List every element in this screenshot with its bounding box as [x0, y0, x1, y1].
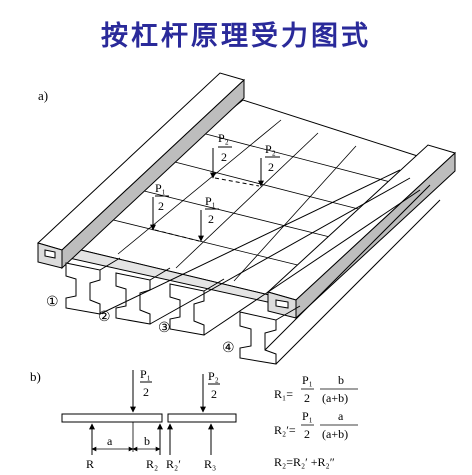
- formula1-load-num: P₁: [302, 373, 313, 387]
- dim-a-label: a: [107, 434, 113, 448]
- left-curb: [37, 72, 245, 270]
- slab-load2-den: 2: [211, 387, 217, 401]
- load-p1-left-den: 2: [158, 199, 164, 213]
- reaction-r3-label: R₃: [204, 457, 216, 471]
- load-p1-right-den: 2: [208, 212, 214, 226]
- load-p1-right-num: P₁: [205, 194, 216, 208]
- slab-load1-den: 2: [143, 385, 149, 399]
- formulas: R₁= P₁ 2 b (a+b) R₂′= P₁ 2 a (a+b) R₂=R₂…: [274, 373, 358, 469]
- formula2-load-den: 2: [304, 427, 310, 441]
- load-p2-left-den: 2: [221, 150, 227, 164]
- reaction-labels: R R₂ R₂′ R₃: [86, 457, 216, 471]
- beam-label-2: ②: [98, 310, 111, 325]
- deck-grid: [96, 119, 403, 282]
- formula2-num: a: [338, 409, 344, 423]
- slab-segments: [61, 413, 237, 423]
- girders: [65, 169, 441, 365]
- formula1-load-den: 2: [304, 391, 310, 405]
- slab-loads: [130, 370, 220, 413]
- load-p2-left-num: P₂: [218, 131, 229, 145]
- part-a-label: a): [38, 88, 48, 103]
- formula2-lhs: R₂′=: [274, 423, 296, 437]
- dim-b-label: b: [144, 434, 150, 448]
- formula2-den: (a+b): [322, 427, 348, 441]
- slab-load1-num: P₁: [140, 367, 151, 381]
- dimension-line: [91, 422, 161, 452]
- slab-load2-num: P₂: [208, 369, 219, 383]
- beam-label-3: ③: [158, 321, 171, 336]
- reaction-r1-label: R: [86, 457, 94, 471]
- reaction-r2-label: R₂: [146, 457, 158, 471]
- beam-label-1: ①: [46, 295, 59, 310]
- formula2-load-num: P₁: [302, 409, 313, 423]
- slab-load-labels: P₁ 2 P₂ 2: [140, 367, 219, 401]
- part-b-label: b): [30, 369, 41, 384]
- formula3: R₂=R₂′ +R₂″: [274, 455, 335, 469]
- reaction-r2-prime-label: R₂′: [166, 457, 181, 471]
- formula1-lhs: R₁=: [274, 387, 293, 401]
- deck-load-labels: P₂ 2 P₂ 2 P₁ 2 P₁ 2: [155, 131, 276, 226]
- beam-labels: ① ② ③ ④: [46, 295, 235, 356]
- load-p1-left-num: P₁: [155, 181, 166, 195]
- load-p2-right-den: 2: [268, 160, 274, 174]
- beam-label-4: ④: [222, 341, 235, 356]
- formula1-den: (a+b): [322, 391, 348, 405]
- load-p2-right-num: P₂: [265, 142, 276, 156]
- formula1-num: b: [338, 373, 344, 387]
- page-title: 按杠杆原理受力图式: [101, 21, 371, 52]
- dimension-labels: a b: [107, 434, 150, 448]
- deck-loads: [150, 146, 280, 242]
